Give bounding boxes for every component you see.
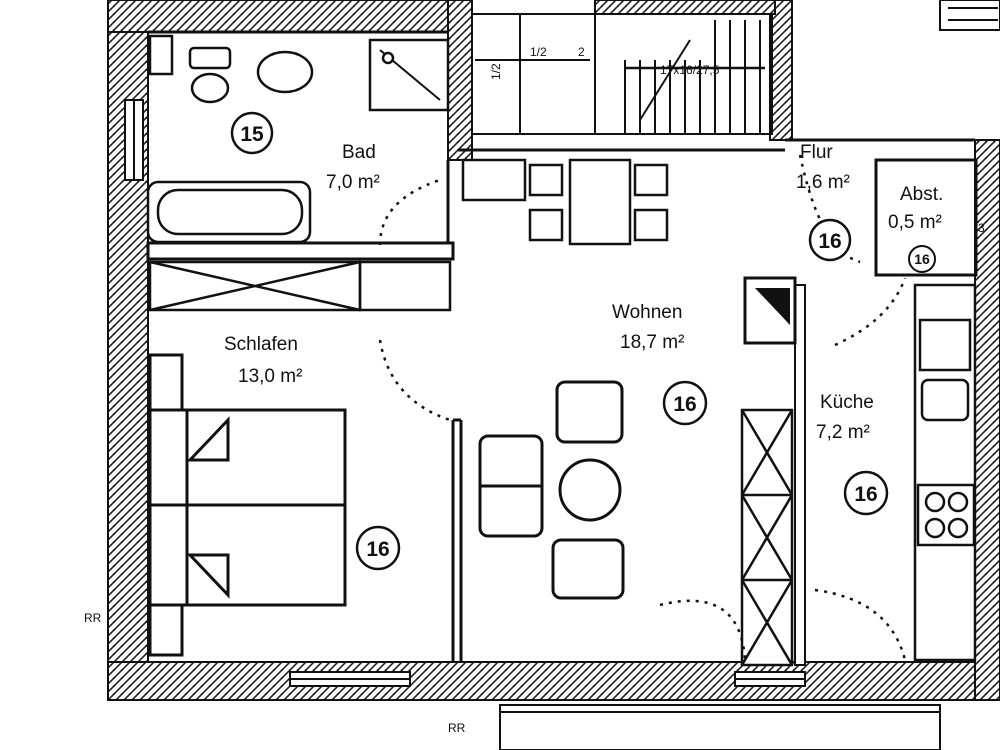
badge-schlafen: 16	[355, 525, 401, 571]
badge-kueche: 16	[843, 470, 889, 516]
wardrobe	[148, 260, 452, 312]
stair-labels: 1/2 2 1/2 17x16/27,5 RR RR 3	[84, 45, 985, 735]
svg-text:16: 16	[366, 538, 389, 561]
room-labels: Bad 7,0 m² Flur 1,6 m² Abst. 0,5 m² Wohn…	[224, 142, 943, 443]
badge-wohnen: 16	[662, 380, 708, 426]
mark-left-rr: RR	[84, 611, 102, 625]
room-area-kueche: 7,2 m²	[816, 422, 870, 443]
interior-walls	[146, 13, 978, 666]
windows	[124, 99, 941, 750]
room-area-flur: 1,6 m²	[796, 172, 850, 193]
room-area-abst: 0,5 m²	[888, 212, 942, 233]
room-area-bad: 7,0 m²	[326, 172, 380, 193]
mark-w3: 3	[978, 221, 985, 235]
svg-text:2: 2	[578, 45, 585, 59]
svg-text:15: 15	[240, 123, 264, 146]
bathroom-fixtures	[146, 34, 450, 244]
badge-bad: 15	[230, 111, 274, 155]
cabinet-column	[740, 408, 794, 667]
dining-set	[461, 158, 669, 246]
svg-text:16: 16	[854, 483, 877, 506]
staircase	[475, 14, 765, 134]
room-name-flur: Flur	[800, 142, 833, 163]
svg-text:17x16/27,5: 17x16/27,5	[660, 63, 720, 77]
door-swings	[378, 154, 907, 661]
room-area-schlafen: 13,0 m²	[238, 366, 302, 387]
svg-text:16: 16	[673, 393, 696, 416]
room-name-schlafen: Schlafen	[224, 334, 298, 355]
badge-flur: 16	[808, 218, 852, 262]
room-name-kueche: Küche	[820, 392, 874, 413]
room-name-wohnen: Wohnen	[612, 302, 682, 323]
double-bed	[148, 353, 347, 657]
svg-text:16: 16	[914, 251, 930, 267]
room-name-bad: Bad	[342, 142, 376, 163]
kitchen-counter	[913, 283, 977, 662]
shaft	[743, 276, 797, 345]
room-area-wohnen: 18,7 m²	[620, 332, 684, 353]
badge-abst: 16	[908, 245, 936, 273]
room-badges: 15 16 16 16 16 16	[230, 111, 936, 571]
living-furniture	[478, 380, 625, 600]
mark-bottom-rr: RR	[448, 721, 466, 735]
svg-text:1/2: 1/2	[489, 63, 503, 80]
outer-walls	[107, 0, 1000, 701]
svg-text:16: 16	[818, 230, 841, 253]
svg-text:1/2: 1/2	[530, 45, 547, 59]
room-name-abst: Abst.	[900, 184, 943, 205]
